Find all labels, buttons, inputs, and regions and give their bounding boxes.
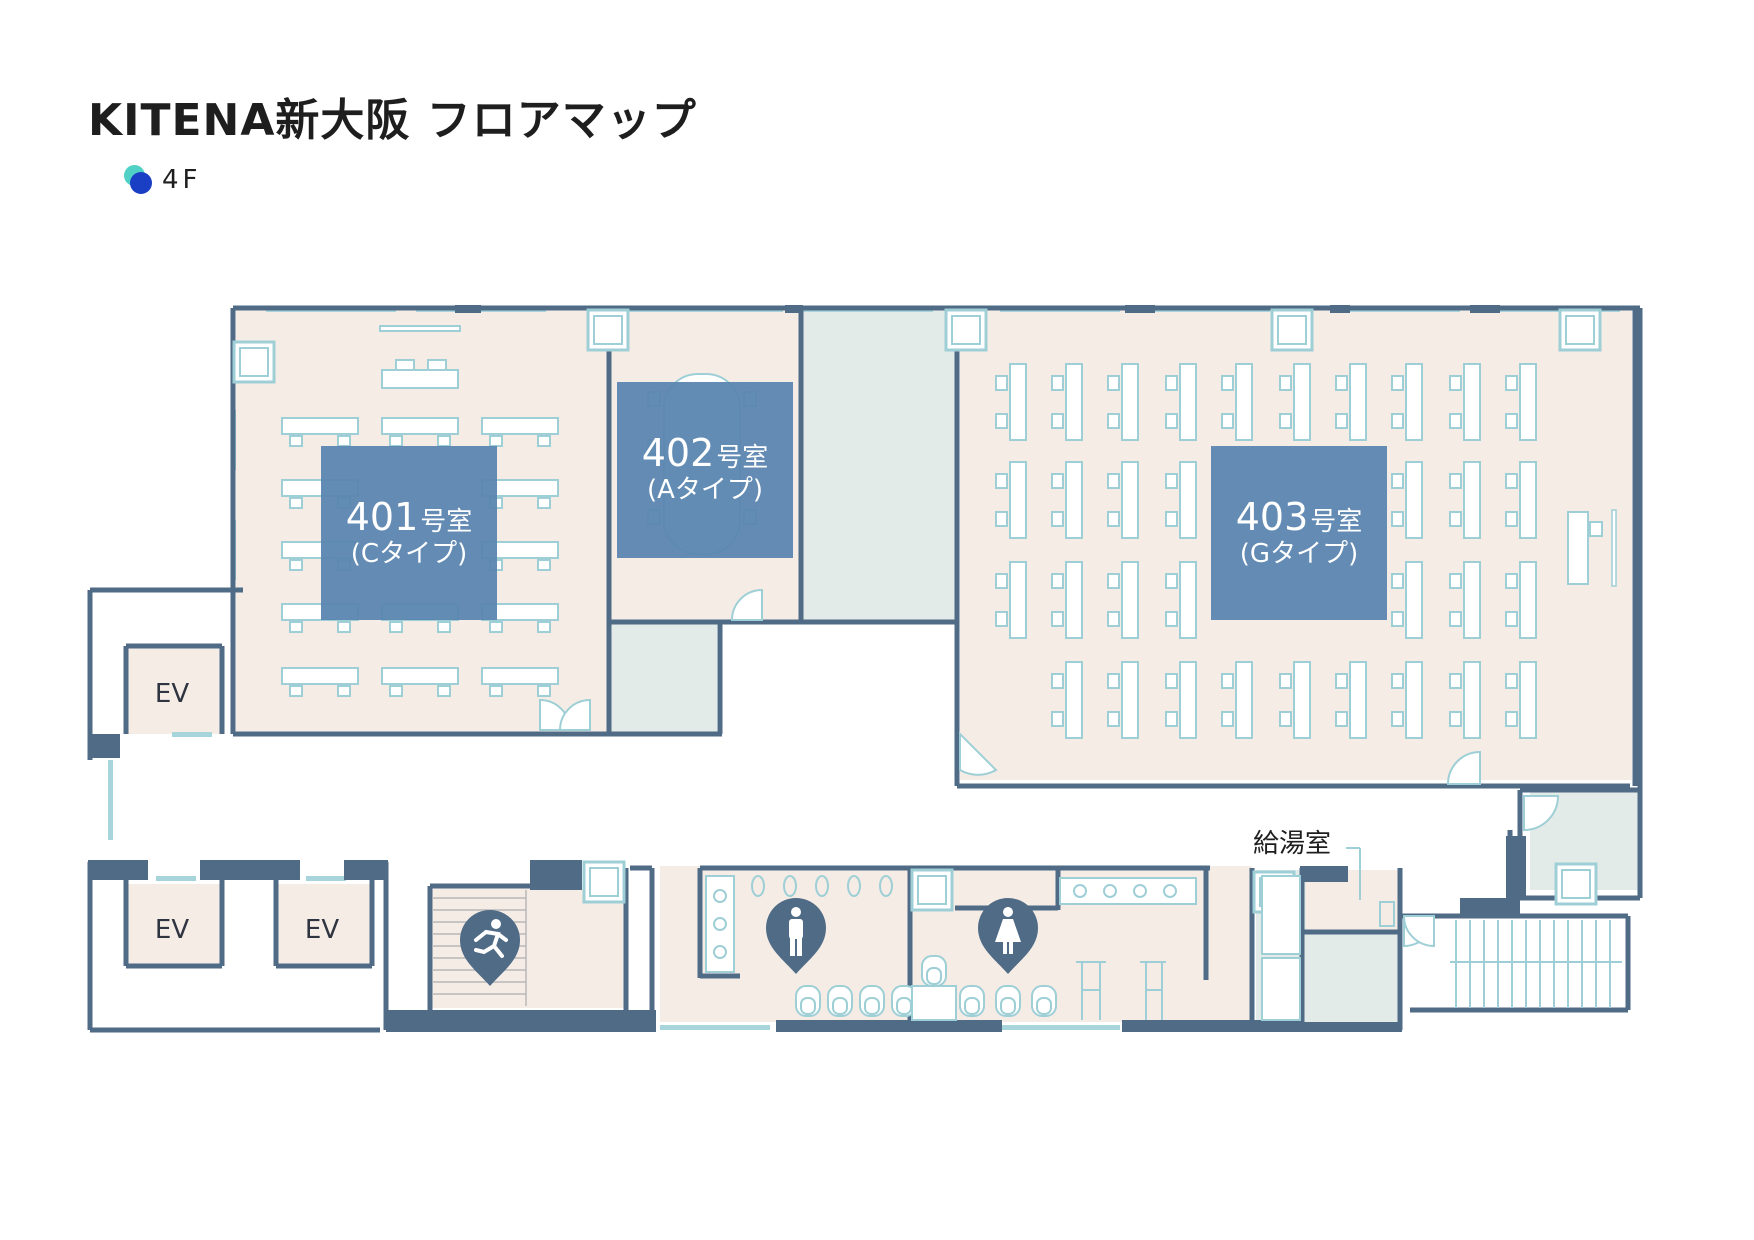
kitchen-label: 給湯室 [1253, 829, 1331, 859]
kitchen-storage [1306, 934, 1400, 1022]
room-403-label[interactable]: 403号室 (Gタイプ) [1211, 446, 1387, 620]
ev1-floor [126, 646, 222, 734]
floor-marker-icon [124, 165, 154, 195]
storage-402 [611, 624, 717, 732]
stairs-right [1450, 920, 1622, 1008]
room-403-number: 403 [1236, 495, 1309, 539]
utility-shaft [803, 310, 955, 620]
room-402-number: 402 [642, 431, 715, 475]
room-403-desks [995, 363, 1617, 739]
page-title: KITENA新大阪 フロアマップ [88, 95, 697, 146]
mens-restroom-icon [766, 898, 826, 974]
elevator-2-label: EV [155, 915, 189, 945]
wall-blocks [88, 305, 1526, 1032]
floor-label: 4F [162, 165, 202, 195]
floor-indicator: 4F [124, 164, 202, 196]
room-403-suffix: 号室 [1310, 507, 1362, 537]
room-402-suffix: 号室 [716, 443, 768, 473]
room-401-label[interactable]: 401号室 (Cタイプ) [321, 446, 497, 620]
emergency-exit-icon [460, 910, 520, 986]
svg-text:402号室: 402号室 [642, 431, 769, 475]
doors [539, 588, 1560, 948]
room-401-type: (Cタイプ) [351, 539, 467, 569]
room-401-number: 401 [346, 495, 419, 539]
restroom-fixtures [705, 847, 1395, 1021]
room-401-desks [281, 325, 559, 697]
ev3-floor [276, 884, 370, 964]
room-402-label[interactable]: 402号室 (Aタイプ) [617, 382, 793, 558]
elevator-1-label: EV [155, 679, 189, 709]
room-401-suffix: 号室 [420, 507, 472, 537]
svg-text:403号室: 403号室 [1236, 495, 1363, 539]
room-403-type: (Gタイプ) [1240, 539, 1358, 569]
ev2-floor [126, 884, 222, 964]
room-402-type: (Aタイプ) [647, 475, 763, 505]
walls [87, 305, 1643, 1033]
womens-restroom-icon [978, 898, 1038, 974]
svg-text:401号室: 401号室 [346, 495, 473, 539]
elevator-3-label: EV [305, 915, 339, 945]
